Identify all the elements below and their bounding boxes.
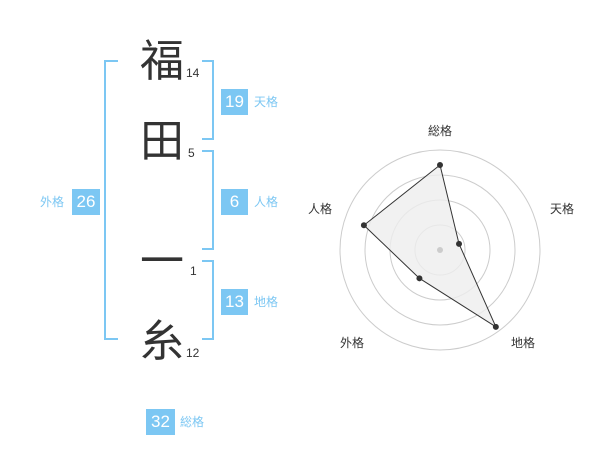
radar-point-3 <box>416 275 423 282</box>
radar-area <box>363 164 497 329</box>
name-char-1: 福 <box>140 36 184 87</box>
radar-label-chikaku: 地格 <box>511 336 536 350</box>
gaikaku-bracket <box>104 60 118 340</box>
stroke-count-3: 1 <box>190 264 197 278</box>
chikaku-badge: 13 <box>221 289 248 315</box>
radar-label-gaikaku: 外格 <box>340 336 365 350</box>
jinkaku-label: 人格 <box>254 195 279 209</box>
jinkaku-bracket <box>202 150 214 250</box>
name-char-2: 田 <box>140 116 184 167</box>
radar-label-soukaku: 総格 <box>428 124 453 138</box>
gaikaku-badge: 26 <box>72 189 100 215</box>
soukaku-badge: 32 <box>146 409 175 435</box>
radar-label-tenkaku: 天格 <box>550 202 575 216</box>
tenkaku-bracket <box>202 60 214 140</box>
radar-point-4 <box>360 222 367 229</box>
name-char-4: 糸 <box>140 316 184 367</box>
tenkaku-label: 天格 <box>254 95 279 109</box>
stroke-count-1: 14 <box>186 66 200 80</box>
radar-point-2 <box>492 323 499 330</box>
tenkaku-badge: 19 <box>221 89 248 115</box>
radar-center-dot <box>437 247 443 253</box>
radar-grid-ring <box>339 149 541 351</box>
stroke-count-4: 12 <box>186 346 200 360</box>
chikaku-bracket <box>202 260 214 340</box>
stroke-count-2: 5 <box>188 146 195 160</box>
soukaku-label: 総格 <box>180 415 205 429</box>
radar-point-1 <box>456 240 463 247</box>
jinkaku-badge: 6 <box>221 189 248 215</box>
radar-point-0 <box>437 162 443 168</box>
gaikaku-label: 外格 <box>40 195 65 209</box>
chikaku-label: 地格 <box>254 295 279 309</box>
radar-label-jinkaku: 人格 <box>308 202 333 216</box>
name-char-3: 一 <box>140 236 184 287</box>
